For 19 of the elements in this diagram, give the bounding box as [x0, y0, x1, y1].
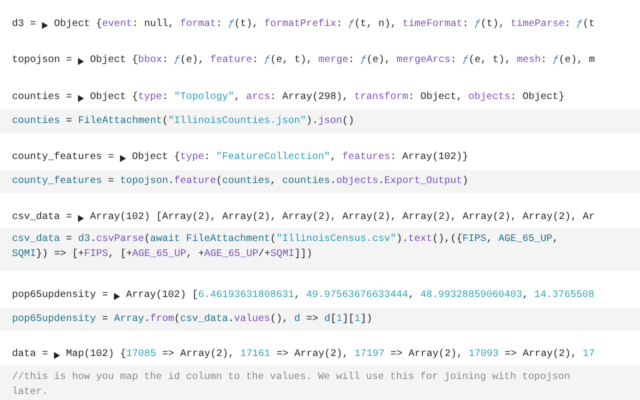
- variable-name: topojson =: [12, 54, 72, 68]
- output-value: Object {type: "FeatureCollection", features: Array(102)}: [132, 151, 468, 165]
- code-cell: county_features = topojson.feature(counties, counties.objects.Export_Output): [0, 170, 640, 193]
- output-value: Object {event: null, format: ƒ(t), formatPrefix: ƒ(t, n), timeFormat: ƒ(t), timeParse: ƒ(t: [54, 18, 595, 32]
- output-value: Map(102) {17085 => Array(2), 17161 => Array(2), 17197 => Array(2), 17093 => Array(2), 17: [66, 348, 595, 362]
- variable-name: county_features =: [12, 151, 114, 165]
- variable-name: counties =: [12, 91, 72, 105]
- comment-cell: //this is how you map the id column to the values. We will use this for joining with topojson later.: [0, 366, 640, 400]
- output-value: Array(102) [6.46193631808631, 49.97563676633444, 48.99328859060403, 14.3765508: [126, 289, 594, 303]
- variable-name: pop65updensity =: [12, 289, 108, 303]
- variable-name: csv_data =: [12, 211, 72, 225]
- output-value: Object {type: "Topology", arcs: Array(298), transform: Object, objects: Object}: [90, 91, 564, 105]
- code-cell: pop65updensity = Array.from(csv_data.values(), d => d[1][1]): [0, 308, 640, 331]
- output-value: Array(102) [Array(2), Array(2), Array(2), Array(2), Array(2), Array(2), Array(2), Ar: [90, 211, 595, 225]
- variable-name: data =: [12, 348, 48, 362]
- output-value: Object {bbox: ƒ(e), feature: ƒ(e, t), merge: ƒ(e), mergeArcs: ƒ(e, t), mesh: ƒ(e), m: [90, 54, 595, 68]
- code-cell: csv_data = d3.csvParse(await FileAttachment("IllinoisCensus.csv").text(),({FIPS, AGE_65_UP, SQMI}) => [+FIPS, [+AGE_65_UP, +AGE_65_UP/+SQMI]]): [0, 228, 640, 271]
- variable-name: d3 =: [12, 18, 36, 32]
- code-cell: counties = FileAttachment("IllinoisCounties.json").json(): [0, 110, 640, 133]
